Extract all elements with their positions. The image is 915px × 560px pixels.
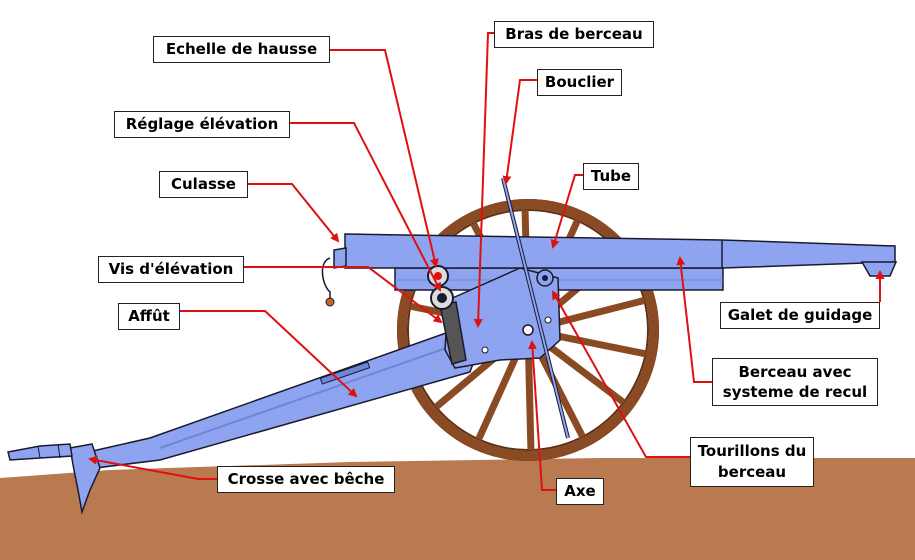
wheel-spoke bbox=[532, 342, 586, 439]
wheel-spoke bbox=[475, 343, 525, 441]
label-culasse: Culasse bbox=[159, 171, 248, 198]
label-vis-elevation: Vis d'élévation bbox=[98, 256, 244, 283]
label-affut: Affût bbox=[118, 303, 180, 330]
arrow-affut bbox=[180, 310, 358, 398]
label-tourillons-berceau: Tourillons du berceau bbox=[690, 437, 814, 487]
barrel bbox=[321, 233, 898, 307]
label-galet-guidage: Galet de guidage bbox=[720, 302, 880, 329]
wheel-spoke bbox=[542, 329, 647, 358]
arrow-crosse-beche bbox=[88, 455, 222, 480]
arrow-tube bbox=[550, 174, 583, 249]
arrow-tourillons-berceau bbox=[552, 290, 690, 458]
label-axe: Axe bbox=[556, 478, 604, 505]
wheel-spoke bbox=[542, 297, 646, 330]
arrow-culasse bbox=[248, 183, 340, 243]
label-berceau-recul: Berceau avec systeme de recul bbox=[712, 358, 878, 406]
wheel-spoke bbox=[524, 345, 535, 451]
label-reglage-elevation: Réglage élévation bbox=[114, 111, 290, 138]
label-tube: Tube bbox=[583, 163, 639, 190]
arrow-bras-berceau bbox=[473, 32, 494, 328]
label-crosse-beche: Crosse avec bêche bbox=[217, 466, 395, 493]
arrow-bouclier bbox=[502, 79, 537, 185]
label-bras-berceau: Bras de berceau bbox=[494, 21, 654, 48]
arrow-reglage-elevation bbox=[288, 122, 441, 292]
arrow-berceau-recul bbox=[676, 256, 712, 383]
shield-rod bbox=[501, 177, 570, 439]
arrow-vis-elevation bbox=[244, 266, 443, 324]
arrows bbox=[88, 32, 885, 491]
label-bouclier: Bouclier bbox=[537, 69, 622, 96]
arrow-axe bbox=[527, 340, 556, 491]
arrow-echelle-hausse bbox=[330, 49, 439, 268]
label-echelle-hausse: Echelle de hausse bbox=[153, 36, 330, 63]
